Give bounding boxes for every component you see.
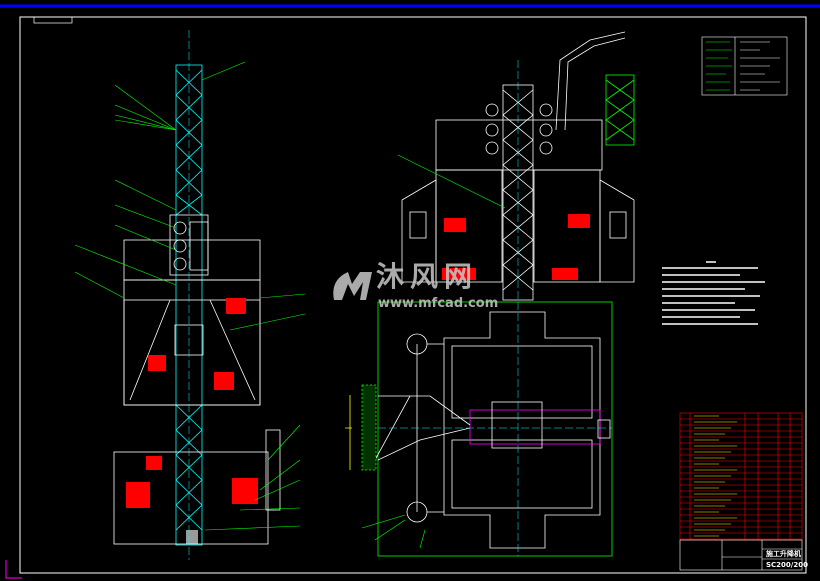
notes	[662, 261, 765, 325]
parts-list	[679, 412, 803, 541]
left-elevation	[74, 30, 306, 560]
plan-view	[345, 301, 613, 557]
drawing-model: SC200/200	[766, 561, 808, 569]
drawing-frame	[19, 16, 807, 574]
title-block	[679, 539, 803, 571]
drawing-title: 施工升降机	[766, 550, 801, 558]
right-elevation	[397, 31, 635, 301]
tech-params-table	[701, 36, 788, 96]
